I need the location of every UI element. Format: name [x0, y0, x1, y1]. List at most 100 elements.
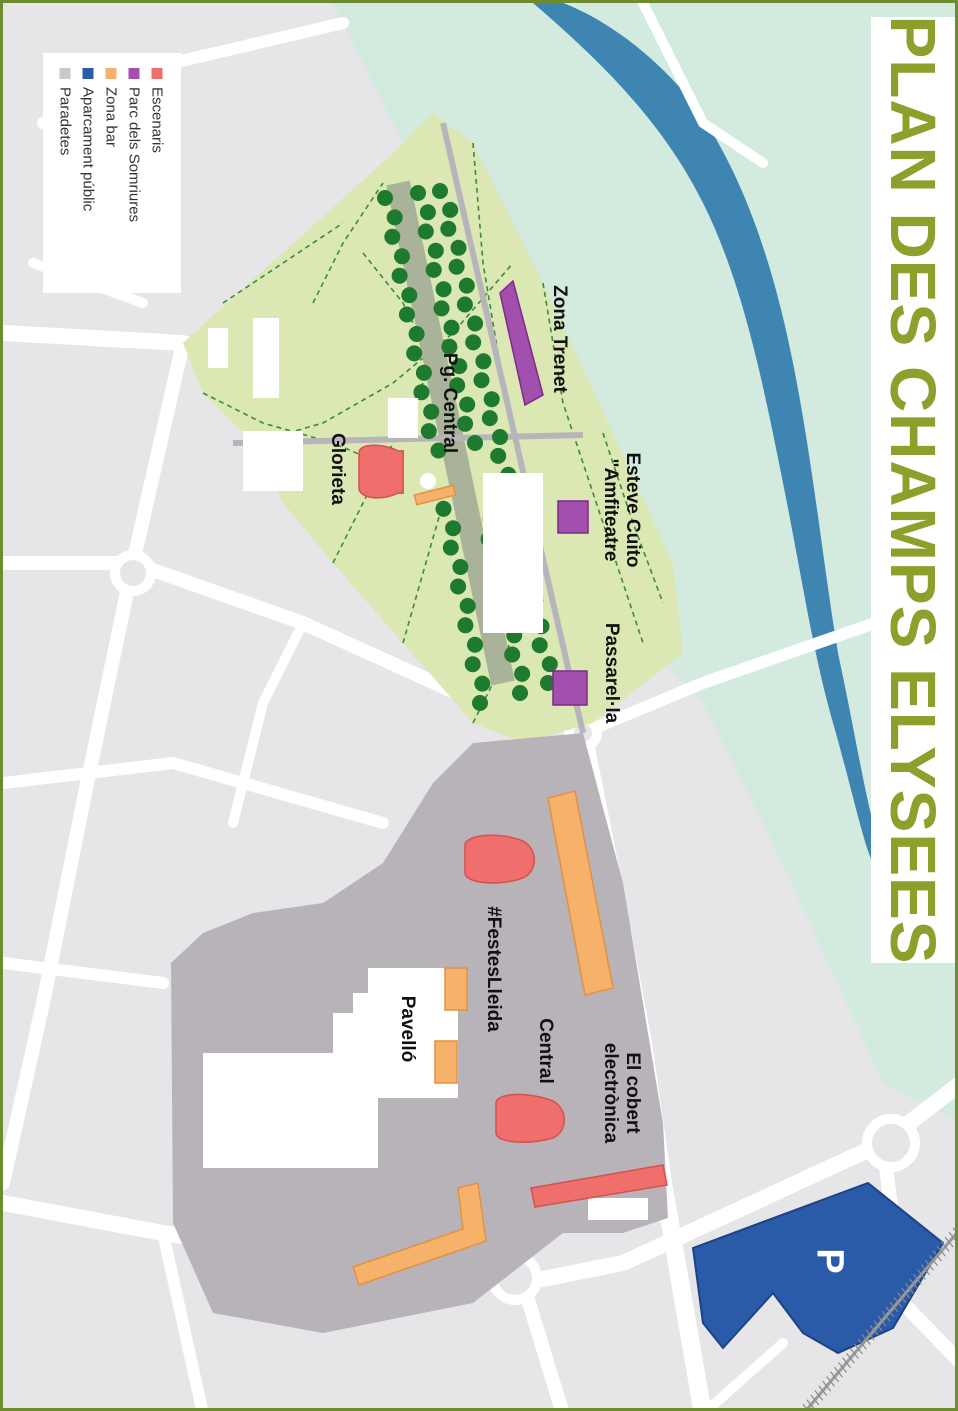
- label-text: Central: [535, 1018, 556, 1084]
- rail-tie: [932, 1250, 942, 1262]
- label-text: Zona Trenet: [549, 285, 570, 393]
- legend-label: Zona bar: [102, 87, 120, 148]
- side-path: [440, 122, 586, 734]
- tree: [512, 685, 528, 701]
- rail-tie: [889, 1301, 899, 1313]
- rail-tie: [814, 1390, 824, 1401]
- tree: [475, 353, 492, 370]
- tree: [410, 185, 426, 201]
- rail-tie: [921, 1264, 930, 1276]
- festival-map[interactable]: [3, 3, 958, 1411]
- rail-tie: [806, 1399, 815, 1408]
- tree: [541, 656, 558, 673]
- rail-tie: [834, 1366, 843, 1378]
- tree: [427, 242, 444, 259]
- tree: [467, 435, 483, 451]
- map-title: PLAN DES CHAMPS ELYSEES: [877, 15, 949, 965]
- park-buildings: [208, 318, 543, 633]
- tree: [432, 183, 448, 199]
- legend-swatch: [128, 68, 140, 79]
- legend-box: [43, 53, 181, 293]
- tree: [435, 281, 452, 298]
- label-text: El cobert: [622, 1052, 643, 1134]
- tree: [394, 248, 410, 265]
- rail-tie: [845, 1352, 855, 1364]
- bar-zones: [352, 484, 614, 1286]
- rail-tie: [830, 1371, 840, 1383]
- rail-tie: [905, 1283, 915, 1294]
- label-pg-central[interactable]: Pg. Central: [438, 353, 460, 453]
- rail-tie: [917, 1269, 926, 1280]
- legend-item-escenaris: Escenaris: [146, 68, 169, 278]
- tree: [417, 223, 434, 240]
- tree: [504, 646, 521, 663]
- label-text: Glorieta: [327, 433, 348, 505]
- tree: [490, 447, 507, 464]
- tree: [425, 261, 442, 278]
- rail-tie: [869, 1324, 879, 1336]
- rail-tie: [857, 1338, 867, 1350]
- tree: [464, 656, 481, 673]
- legend-label: Aparcament públic: [79, 87, 97, 212]
- rail-tie: [853, 1343, 863, 1355]
- tree: [450, 239, 467, 256]
- tree: [415, 364, 432, 381]
- rail-tie: [849, 1348, 859, 1359]
- rail-tie: [802, 1403, 807, 1408]
- legend-item-zona-bar: Zona bar: [100, 68, 123, 278]
- rail-tie: [818, 1385, 828, 1397]
- rail-tie: [826, 1376, 836, 1387]
- label-text: Pg. Central: [439, 352, 460, 454]
- tree: [452, 559, 469, 575]
- tree: [473, 372, 490, 389]
- title-box: [871, 17, 955, 963]
- label-festes-lleida[interactable]: #FestesLleida: [482, 906, 504, 1032]
- tree: [483, 391, 500, 408]
- tree: [408, 326, 425, 342]
- tree: [442, 539, 459, 556]
- public-parking[interactable]: [691, 1181, 945, 1355]
- label-passarela[interactable]: Passarel·la: [600, 623, 622, 723]
- tree: [492, 429, 508, 445]
- tree: [445, 520, 462, 537]
- tree: [458, 277, 475, 294]
- label-el-cobert[interactable]: El cobert electrònica: [599, 1043, 643, 1143]
- tree: [440, 220, 457, 237]
- rail-tie: [901, 1287, 911, 1299]
- tree: [423, 403, 440, 420]
- tree: [442, 201, 459, 218]
- legend-item-aparcament: Aparcament públic: [77, 68, 100, 278]
- rail-tie: [909, 1278, 919, 1290]
- rail-tie: [893, 1297, 903, 1308]
- tree: [457, 415, 474, 432]
- kids-park-zones: [499, 279, 589, 706]
- legend-item-parc-somriures: Parc dels Somriures: [123, 68, 146, 278]
- tree: [450, 578, 467, 595]
- tree: [514, 665, 531, 682]
- rail-tie: [810, 1394, 820, 1406]
- label-pavello[interactable]: Pavelló: [396, 996, 418, 1063]
- tree: [531, 637, 548, 654]
- label-central[interactable]: Central: [534, 1018, 556, 1083]
- label-zona-trenet[interactable]: Zona Trenet: [548, 285, 570, 393]
- label-glorieta[interactable]: Glorieta: [326, 433, 348, 505]
- rail-tie: [873, 1320, 883, 1332]
- stages: [358, 444, 668, 1208]
- tree: [435, 500, 452, 517]
- parking-label: P: [808, 1248, 851, 1274]
- legend-swatch: [59, 68, 71, 79]
- tree: [386, 209, 403, 226]
- tree: [419, 204, 436, 221]
- rail-tie: [940, 1241, 950, 1252]
- label-esteve-cuito[interactable]: Esteve Cuito "Amfiteatre: [599, 452, 643, 567]
- tree: [481, 410, 498, 427]
- rail-tie: [897, 1292, 907, 1304]
- tree: [472, 695, 488, 711]
- tree: [467, 315, 484, 332]
- rail-tie: [861, 1334, 871, 1345]
- legend-swatch: [105, 68, 117, 79]
- river: [533, 3, 873, 863]
- tree: [457, 617, 474, 634]
- tree: [449, 377, 466, 394]
